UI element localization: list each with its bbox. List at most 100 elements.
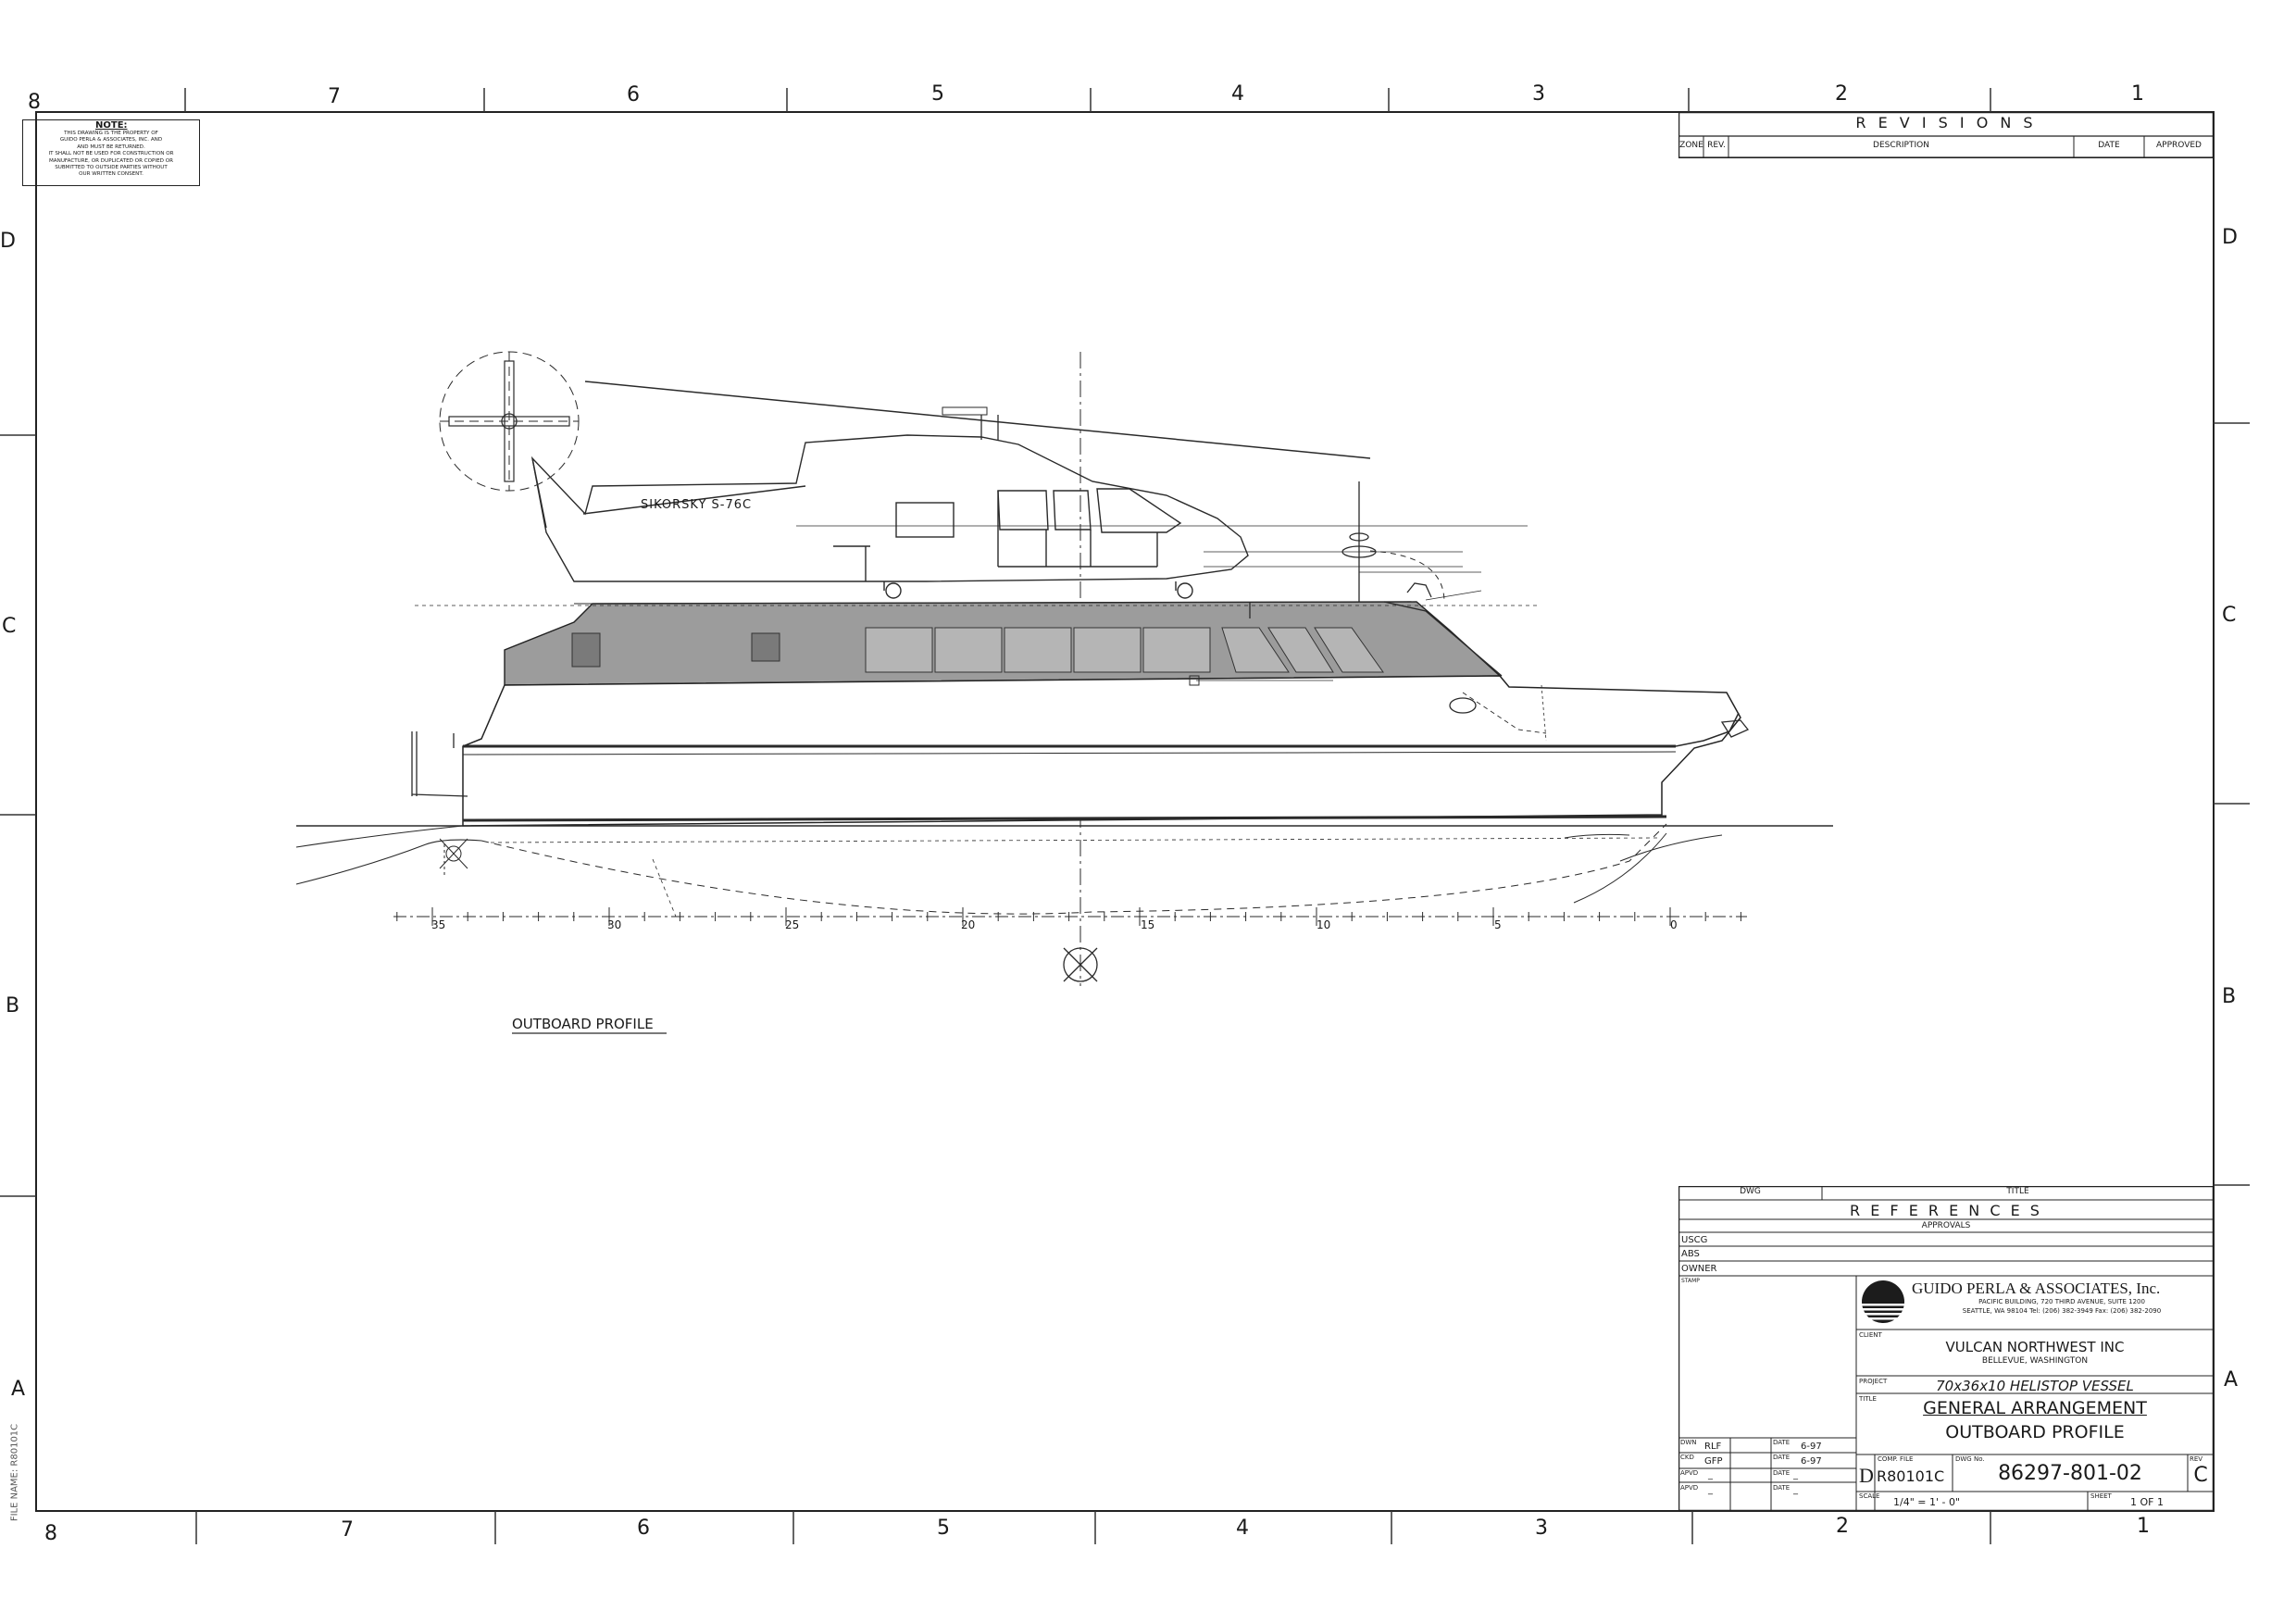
signoff-date-label: DATE bbox=[1773, 1469, 1791, 1477]
zone-col-bottom-7: 7 bbox=[341, 1518, 354, 1542]
signoff-name: GFP bbox=[1704, 1456, 1723, 1467]
note-box: NOTE: THIS DRAWING IS THE PROPERTY OF GU… bbox=[22, 119, 200, 186]
zone-col-bottom-3: 3 bbox=[1535, 1517, 1548, 1540]
signoff-name: _ bbox=[1708, 1470, 1713, 1480]
approvals-title: APPROVALS bbox=[1921, 1221, 1971, 1230]
propeller bbox=[439, 838, 468, 875]
zone-row-right-a: A bbox=[2224, 1368, 2239, 1392]
zone-col-top-2: 2 bbox=[1835, 82, 1848, 106]
scale-label: 25 bbox=[785, 918, 800, 931]
zone-col-bottom-5: 5 bbox=[937, 1517, 950, 1540]
title-label: TITLE bbox=[1859, 1395, 1877, 1403]
revisions-header-date: DATE bbox=[2098, 141, 2120, 150]
note-line: GUIDO PERLA & ASSOCIATES, INC. AND bbox=[59, 137, 163, 144]
helicopter-outline bbox=[530, 434, 1249, 599]
sheet-number: 1 OF 1 bbox=[2130, 1496, 2164, 1508]
company-address-1: PACIFIC BUILDING, 720 THIRD AVENUE, SUIT… bbox=[1978, 1298, 2145, 1305]
scale-label: 5 bbox=[1494, 918, 1502, 931]
zone-col-top-8: 8 bbox=[28, 91, 41, 114]
company-logo-icon bbox=[1862, 1280, 1904, 1323]
zone-col-top-6: 6 bbox=[627, 83, 640, 106]
zone-col-top-5: 5 bbox=[931, 82, 944, 106]
drawing-number: 86297-801-02 bbox=[1998, 1462, 2142, 1485]
revision-letter: C bbox=[2193, 1464, 2208, 1487]
zone-col-bottom-6: 6 bbox=[637, 1517, 650, 1540]
zone-row-right-b: B bbox=[2222, 985, 2237, 1008]
client-location: BELLEVUE, WASHINGTON bbox=[1981, 1356, 2089, 1366]
signoff-role: APVD bbox=[1680, 1469, 1699, 1477]
scale-label: 20 bbox=[961, 918, 976, 931]
station-scale-ticks bbox=[396, 907, 1741, 926]
zone-col-top-3: 3 bbox=[1532, 82, 1545, 106]
rev-label: REV bbox=[2190, 1455, 2203, 1463]
company-name: GUIDO PERLA & ASSOCIATES, Inc. bbox=[1912, 1280, 2161, 1297]
references-title: R E F E R E N C E S bbox=[1850, 1202, 2042, 1219]
note-line: SUBMITTED TO OUTSIDE PARTIES WITHOUT bbox=[55, 165, 168, 171]
revisions-block: R E V I S I O N S ZONE REV. DESCRIPTION … bbox=[1678, 112, 2214, 158]
approval-row-abs: ABS bbox=[1681, 1249, 1700, 1259]
signoff-date: _ bbox=[1793, 1485, 1798, 1495]
sheet-size: D bbox=[1859, 1464, 1874, 1487]
zone-col-top-7: 7 bbox=[328, 85, 341, 108]
zone-col-bottom-8: 8 bbox=[44, 1522, 57, 1545]
revisions-header-rev: REV. bbox=[1707, 141, 1726, 150]
revisions-header-zone: ZONE bbox=[1679, 141, 1703, 150]
revisions-title: R E V I S I O N S bbox=[1855, 114, 2037, 131]
note-line: MANUFACTURE, OR DUPLICATED OR COPIED OR bbox=[48, 157, 173, 164]
note-line: OUR WRITTEN CONSENT. bbox=[79, 171, 144, 178]
zone-row-left-a: A bbox=[11, 1378, 26, 1401]
signoff-date-label: DATE bbox=[1773, 1484, 1791, 1492]
vessel-superstructure bbox=[415, 601, 1537, 686]
view-title: OUTBOARD PROFILE bbox=[512, 1016, 654, 1032]
zone-row-right-d: D bbox=[2222, 226, 2238, 249]
revisions-grid bbox=[1678, 112, 2214, 158]
drawing-title-line-1: GENERAL ARRANGEMENT bbox=[1923, 1398, 2147, 1418]
approval-row-owner: OWNER bbox=[1681, 1264, 1717, 1274]
approval-row-uscg: USCG bbox=[1681, 1235, 1708, 1245]
scale-field-label: SCALE bbox=[1859, 1492, 1880, 1500]
sheet-label: SHEET bbox=[2090, 1492, 2112, 1500]
zone-col-top-4: 4 bbox=[1231, 82, 1244, 106]
signoff-name: _ bbox=[1708, 1485, 1713, 1495]
note-title: NOTE: bbox=[95, 120, 128, 131]
comp-file-label: COMP. FILE bbox=[1878, 1455, 1914, 1463]
centerline-symbol bbox=[1063, 947, 1098, 982]
zone-col-top-1: 1 bbox=[2131, 82, 2144, 106]
zone-row-left-b: B bbox=[6, 994, 20, 1017]
revisions-header-approved: APPROVED bbox=[2156, 141, 2202, 150]
signoff-name: RLF bbox=[1704, 1442, 1722, 1452]
zone-row-right-c: C bbox=[2222, 604, 2237, 627]
scale-label: 30 bbox=[607, 918, 622, 931]
title-block-title-header: TITLE bbox=[2006, 1187, 2029, 1196]
title-block-grid bbox=[1678, 1186, 2214, 1511]
project-name: 70x36x10 HELISTOP VESSEL bbox=[1936, 1378, 2134, 1394]
project-label: PROJECT bbox=[1859, 1378, 1888, 1385]
client-label: CLIENT bbox=[1859, 1331, 1882, 1339]
client-name: VULCAN NORTHWEST INC bbox=[1945, 1339, 2125, 1355]
signoff-date: 6-97 bbox=[1801, 1456, 1822, 1467]
note-line: THIS DRAWING IS THE PROPERTY OF bbox=[64, 131, 158, 136]
scale-label: 35 bbox=[431, 918, 446, 931]
dwg-no-label: DWG No. bbox=[1955, 1455, 1985, 1463]
helicopter-label: SIKORSKY S-76C bbox=[641, 498, 753, 512]
signoff-date-label: DATE bbox=[1773, 1439, 1791, 1446]
zone-col-bottom-2: 2 bbox=[1836, 1515, 1849, 1538]
signoff-role: DWN bbox=[1680, 1439, 1697, 1446]
note-line: AND MUST BE RETURNED. bbox=[77, 144, 145, 150]
zone-row-left-c: C bbox=[2, 615, 17, 638]
stamp-label: STAMP bbox=[1681, 1278, 1700, 1284]
drawing-scale: 1/4" = 1' - 0" bbox=[1893, 1496, 1961, 1508]
signoff-date: _ bbox=[1793, 1470, 1798, 1480]
comp-file: R80101C bbox=[1877, 1467, 1945, 1485]
note-line: IT SHALL NOT BE USED FOR CONSTRUCTION OR bbox=[48, 151, 174, 157]
signoff-date-label: DATE bbox=[1773, 1454, 1791, 1461]
zone-col-bottom-1: 1 bbox=[2137, 1515, 2150, 1538]
company-address-2: SEATTLE, WA 98104 Tel: (206) 382-3949 Fa… bbox=[1962, 1307, 2162, 1315]
zone-row-left-d: D bbox=[0, 230, 16, 253]
tail-rotor bbox=[439, 351, 580, 492]
signoff-role: APVD bbox=[1680, 1484, 1699, 1492]
vessel-hull bbox=[411, 675, 1750, 827]
